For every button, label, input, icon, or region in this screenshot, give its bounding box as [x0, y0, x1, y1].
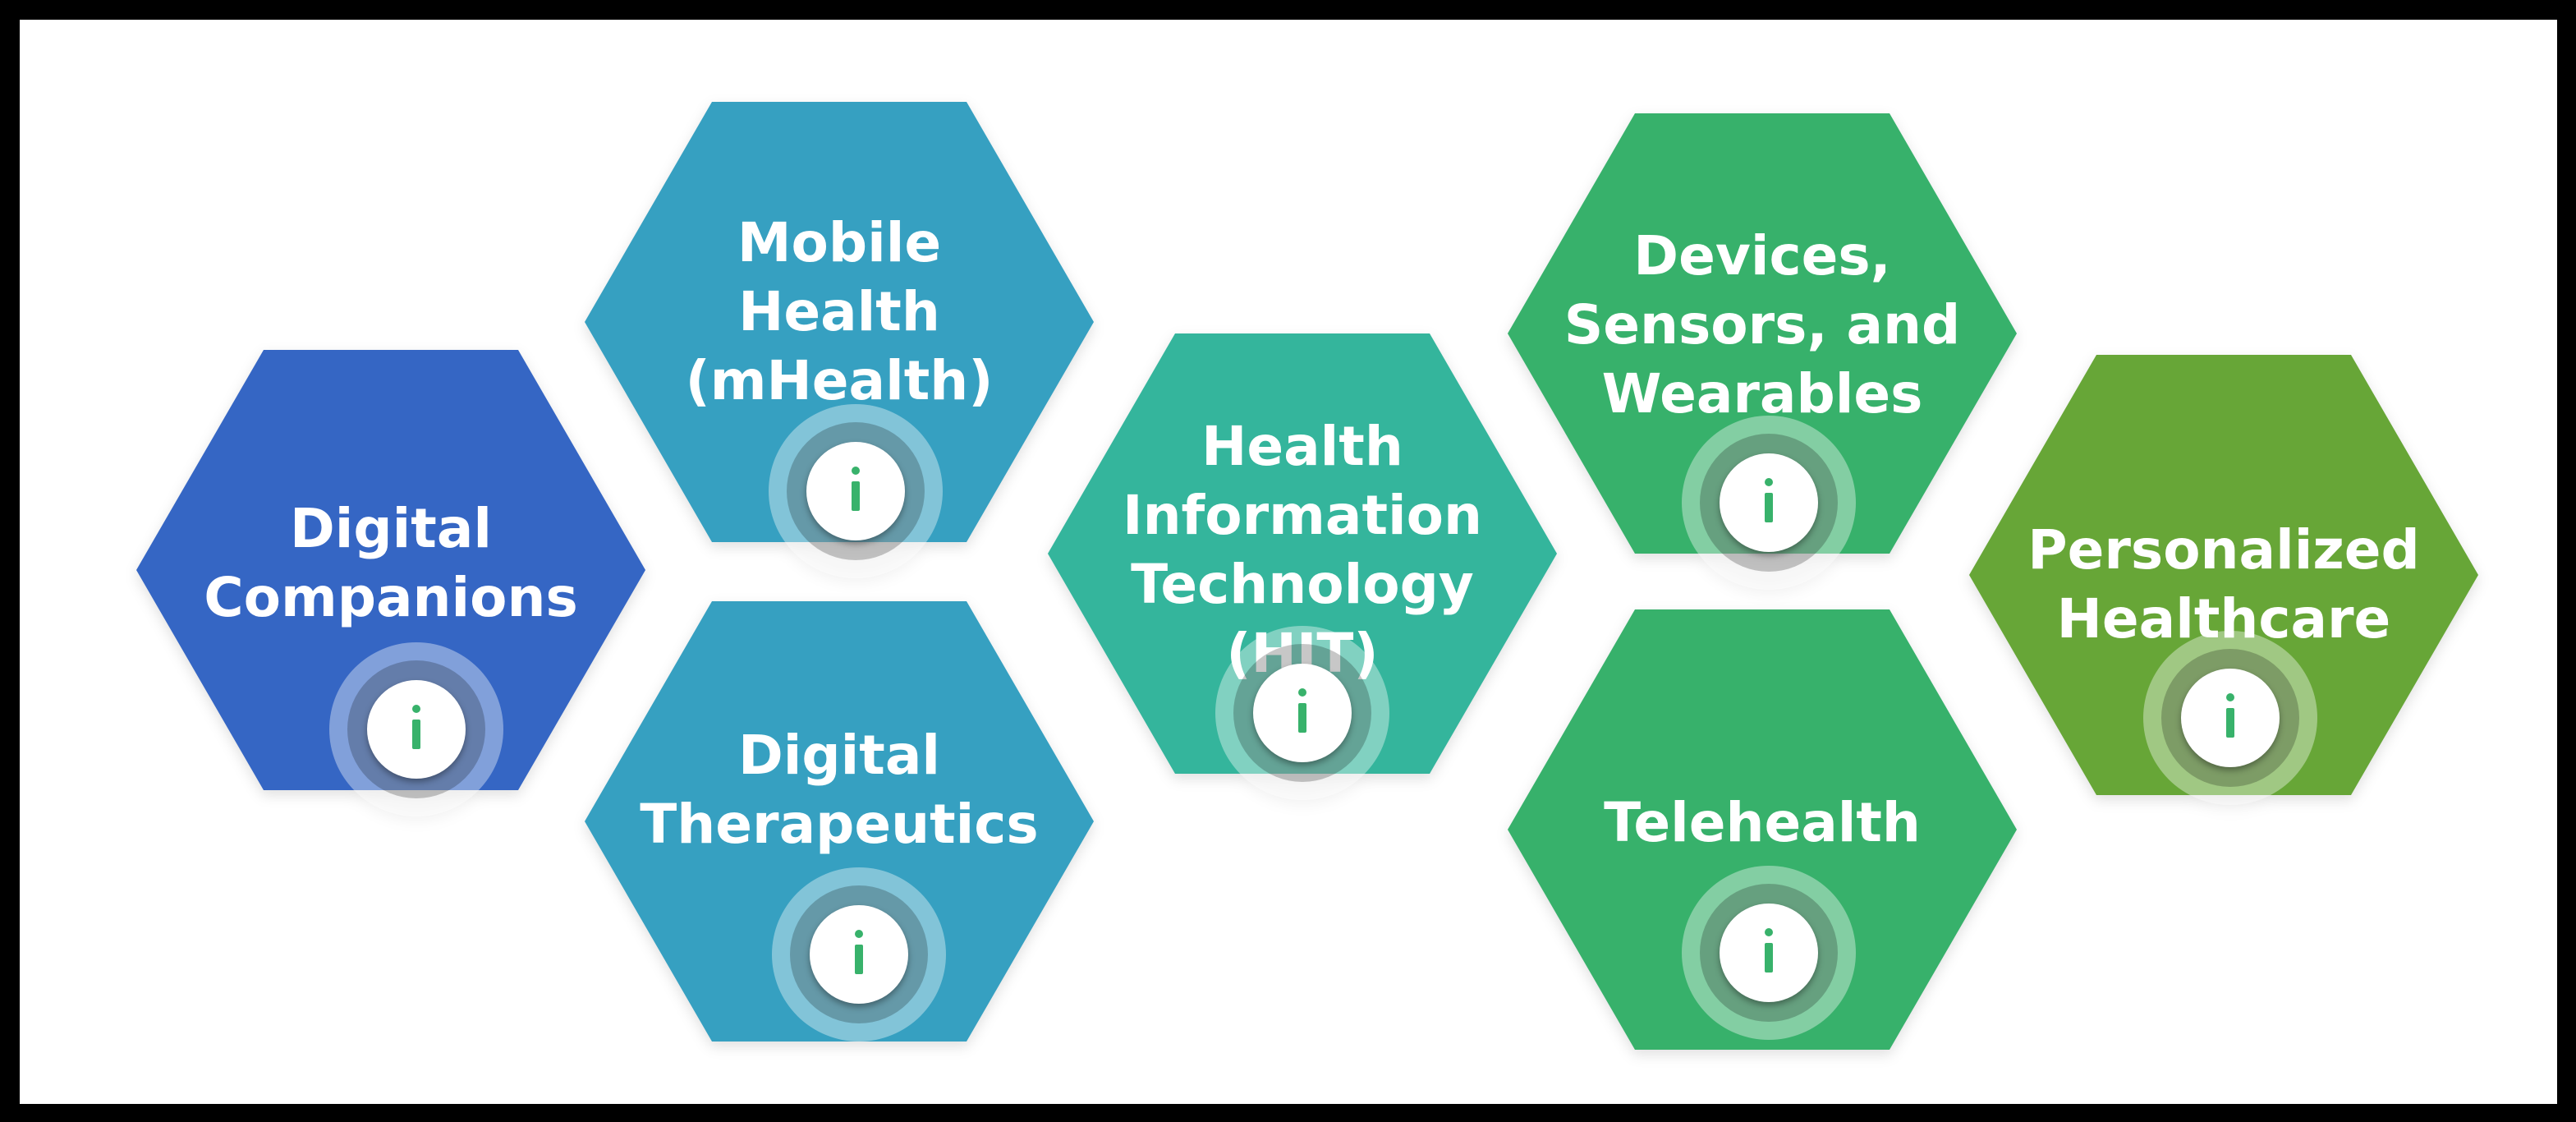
hex-personalized-healthcare-label: Personalized Healthcare	[2027, 518, 2420, 651]
hex-health-information-technology: Health Information Technology (HIT)	[1048, 333, 1557, 800]
info-button-health-information-technology[interactable]	[1215, 626, 1389, 800]
hex-devices-sensors-wearables-label: Devices, Sensors, and Wearables	[1564, 224, 1961, 425]
hex-mobile-health-label: Mobile Health (mHealth)	[685, 211, 994, 412]
hex-devices-sensors-wearables: Devices, Sensors, and Wearables	[1508, 113, 2017, 590]
info-button-devices-sensors-wearables[interactable]	[1682, 416, 1856, 590]
info-button-digital-companions[interactable]	[329, 642, 503, 816]
hex-digital-therapeutics: Digital Therapeutics	[585, 601, 1094, 1042]
hex-digital-therapeutics-label: Digital Therapeutics	[640, 724, 1039, 856]
hex-digital-companions: Digital Companions	[136, 350, 645, 816]
hex-telehealth: Telehealth	[1508, 609, 2017, 1050]
info-button-personalized-healthcare[interactable]	[2143, 631, 2317, 805]
hex-mobile-health: Mobile Health (mHealth)	[585, 102, 1094, 578]
hex-health-information-technology-label: Health Information Technology (HIT)	[1123, 415, 1482, 685]
diagram-canvas: Digital Companions Mobile Health (mHealt…	[20, 20, 2557, 1104]
info-button-mobile-health[interactable]	[769, 404, 943, 578]
hex-digital-companions-label: Digital Companions	[204, 497, 578, 629]
hex-telehealth-label: Telehealth	[1604, 791, 1921, 854]
info-button-digital-therapeutics[interactable]	[772, 867, 946, 1042]
info-button-telehealth[interactable]	[1682, 866, 1856, 1040]
hex-personalized-healthcare: Personalized Healthcare	[1969, 355, 2478, 805]
